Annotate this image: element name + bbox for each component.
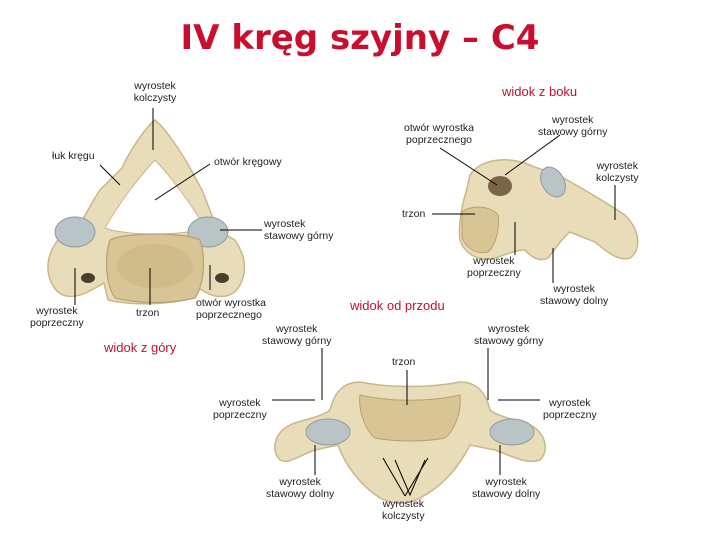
leader-front-spinous-b bbox=[404, 457, 429, 497]
front-view-vertebra bbox=[274, 381, 546, 504]
side-view-vertebra bbox=[458, 159, 639, 261]
front-view-caption: widok od przodu bbox=[350, 298, 445, 313]
top-view-vertebra bbox=[47, 119, 246, 305]
top-view-caption: widok z góry bbox=[104, 340, 177, 355]
label-side-body: trzon bbox=[402, 208, 426, 220]
label-front-body: trzon bbox=[392, 356, 416, 368]
label-top-arch: łuk kręgu bbox=[52, 150, 95, 162]
leader-top-arch bbox=[99, 164, 121, 186]
page-title: IV kręg szyjny – C4 bbox=[180, 18, 540, 58]
leader-side-transverse-foramen bbox=[439, 147, 498, 186]
label-top-foramen: otwór kręgowy bbox=[214, 156, 282, 168]
leader-top-foramen bbox=[154, 163, 211, 201]
side-view-caption: widok z boku bbox=[502, 84, 578, 99]
leader-front-spinous-a bbox=[382, 457, 406, 497]
leader-side-sup-facet bbox=[504, 134, 561, 176]
label-top-body: trzon bbox=[136, 307, 160, 319]
